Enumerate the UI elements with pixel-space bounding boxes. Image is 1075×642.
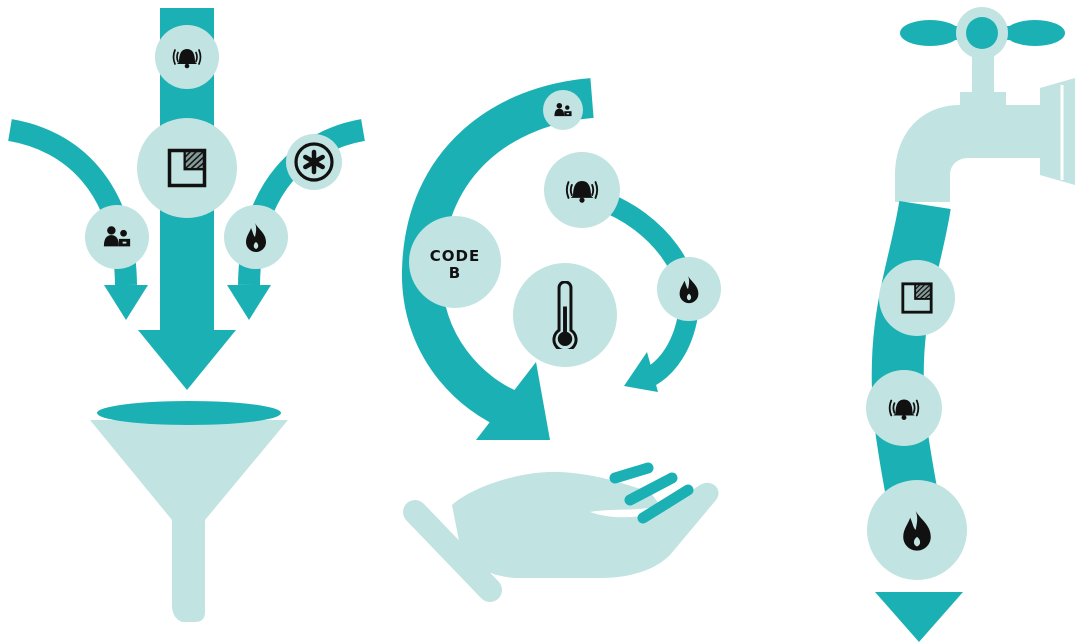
flame-icon [657,257,721,321]
code-label-line-1: CODE [430,247,480,265]
funnel [90,401,288,622]
window-icon [879,260,955,336]
alarm-bell-icon [544,152,620,228]
main-down-arrow-head [138,330,236,390]
funnel-group [10,8,363,622]
alarm-bell-icon [866,370,942,446]
code-label-line-2: B [449,264,461,282]
left-arrow-head [104,285,148,320]
people-icon [85,205,149,269]
open-hand [415,468,719,590]
thermometer-icon [513,263,617,367]
right-arrow-head [227,285,271,320]
alarm-bell-icon [155,25,219,89]
tap-group [866,7,1075,642]
water-stream-arrow-head [875,592,963,642]
window-icon [137,118,237,218]
people-icon [543,90,583,130]
flame-icon [867,480,967,580]
code-b-badge: CODE B [409,216,501,308]
dangerous-goods-icon [286,134,342,190]
flame-icon [224,205,288,269]
cycle-group: CODE B [409,90,721,590]
